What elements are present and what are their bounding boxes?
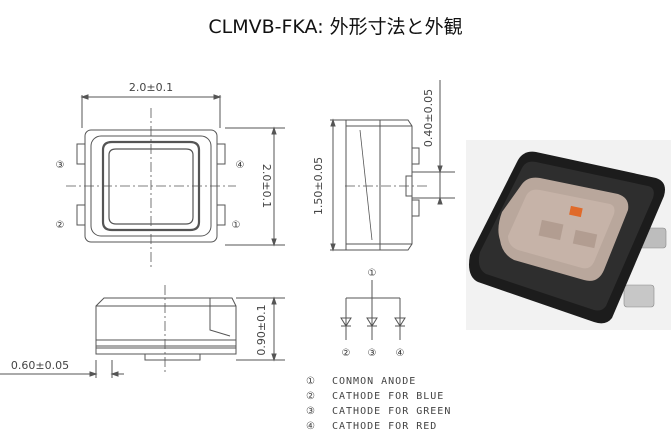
side-lead-dim: 0.40±0.05 (422, 89, 435, 147)
pin-label-bottom-right: ① (232, 220, 241, 231)
pin-legend: ① CONMON ANODE ② CATHODE FOR BLUE ③ CATH… (306, 376, 451, 432)
pin-label-top-right: ④ (236, 160, 245, 171)
front-view (0, 285, 285, 378)
top-width-dim: 2.0±0.1 (129, 81, 173, 94)
pin-label-bottom-left: ② (56, 220, 65, 231)
schematic-cathode-label: ② (342, 348, 351, 359)
pin-label-top-left: ③ (56, 160, 65, 171)
page-title: CLMVB-FKA: 外形寸法と外観 (208, 16, 463, 38)
schematic-cathode-label: ④ (396, 348, 405, 359)
led-product-photo (466, 140, 671, 330)
schematic-cathode-label: ③ (368, 348, 377, 359)
legend-num: ③ (306, 406, 316, 417)
top-height-dim: 2.0±0.1 (260, 164, 273, 208)
top-view (66, 94, 285, 270)
front-lead-dim: 0.60±0.05 (11, 359, 69, 372)
side-view (330, 80, 455, 252)
legend-text: CATHODE FOR GREEN (332, 406, 451, 417)
legend-text: CATHODE FOR BLUE (332, 391, 444, 402)
legend-num: ② (306, 391, 316, 402)
front-height-dim: 0.90±0.1 (255, 304, 268, 355)
legend-text: CONMON ANODE (332, 376, 416, 387)
legend-num: ① (306, 376, 316, 387)
legend-text: CATHODE FOR RED (332, 421, 437, 432)
legend-num: ④ (306, 421, 316, 432)
schematic-anode-label: ① (368, 268, 377, 279)
pin-schematic (340, 280, 406, 340)
side-height-dim: 1.50±0.05 (312, 157, 325, 215)
